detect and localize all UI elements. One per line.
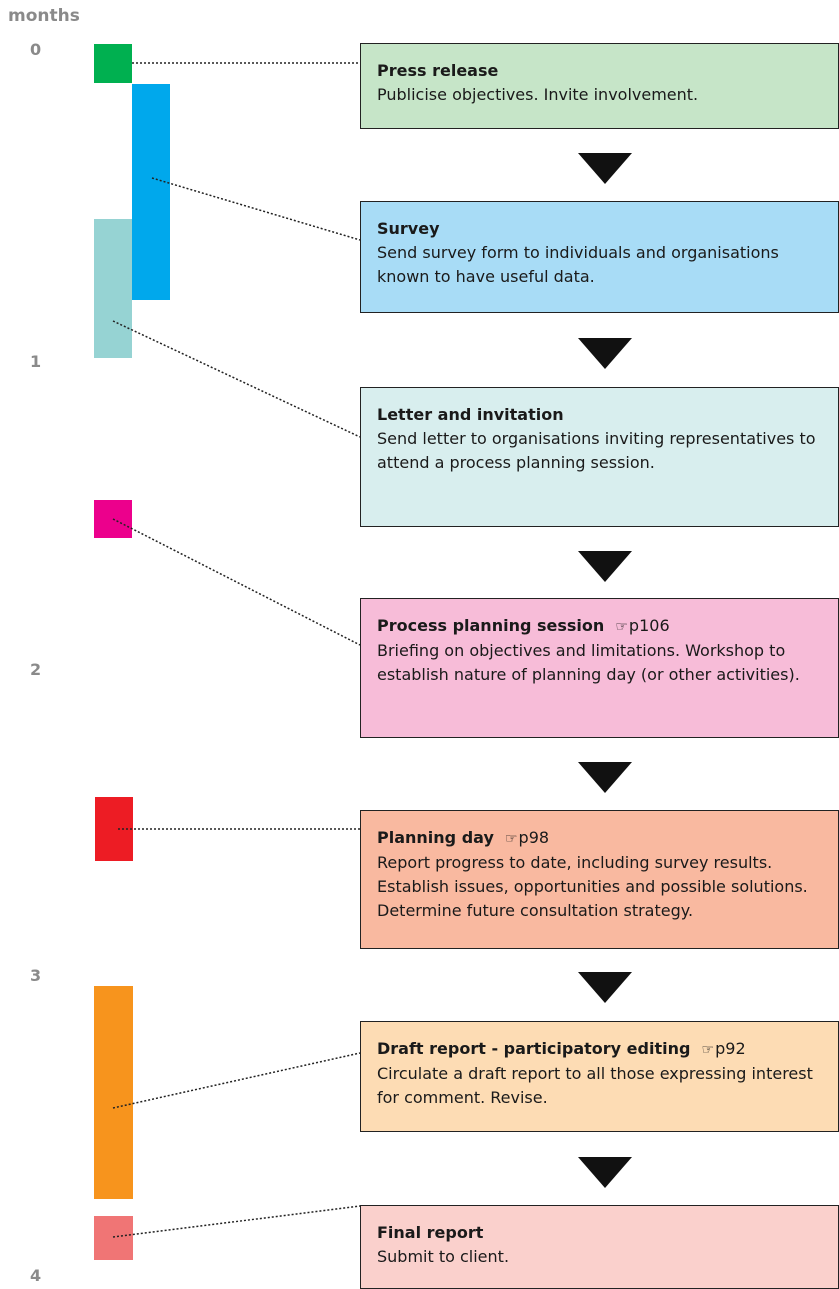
duration-bar-survey (132, 84, 170, 300)
stage-box-survey: Survey Send survey form to individuals a… (360, 201, 839, 313)
connector-process-planning-session (112, 518, 361, 646)
page-reference[interactable]: ☞p92 (702, 1039, 746, 1058)
stage-description: Send survey form to individuals and orga… (377, 243, 779, 286)
page-reference[interactable]: ☞p98 (505, 828, 549, 847)
month-tick-1: 1 (30, 352, 42, 371)
stage-title: Process planning session (377, 616, 605, 635)
connector-letter-and-invitation (112, 320, 361, 438)
down-arrow-icon (578, 1157, 632, 1188)
stage-box-planning-day: Planning day ☞p98 Report progress to dat… (360, 810, 839, 949)
duration-bar-press-release (94, 44, 132, 83)
pointing-hand-icon: ☞ (701, 1042, 715, 1058)
duration-bar-planning-day (95, 797, 133, 861)
stage-description: Circulate a draft report to all those ex… (377, 1064, 813, 1107)
month-tick-4: 4 (30, 1266, 42, 1285)
month-tick-2: 2 (30, 660, 42, 679)
connector-draft-report (112, 1052, 361, 1109)
stage-description: Submit to client. (377, 1247, 510, 1266)
stage-title: Letter and invitation (377, 405, 564, 424)
down-arrow-icon (578, 153, 632, 184)
stage-description: Briefing on objectives and limitations. … (377, 641, 800, 684)
connector-final-report (112, 1205, 361, 1238)
down-arrow-icon (578, 762, 632, 793)
pointing-hand-icon: ☞ (615, 619, 628, 635)
stage-box-letter-and-invitation: Letter and invitation Send letter to org… (360, 387, 839, 527)
stage-title: Planning day (377, 828, 494, 847)
stage-box-final-report: Final report Submit to client. (360, 1205, 839, 1289)
duration-bar-letter-and-invitation (94, 219, 132, 358)
stage-title: Survey (377, 219, 440, 238)
duration-bar-draft-report (94, 986, 133, 1199)
pointing-hand-icon: ☞ (504, 831, 518, 847)
month-tick-3: 3 (30, 966, 42, 985)
month-tick-0: 0 (30, 40, 42, 59)
duration-bar-final-report (94, 1216, 133, 1260)
stage-box-draft-report: Draft report - participatory editing ☞p9… (360, 1021, 839, 1132)
page-reference-text: p92 (715, 1039, 746, 1058)
stage-box-press-release: Press release Publicise objectives. Invi… (360, 43, 839, 129)
stage-title: Final report (377, 1223, 484, 1242)
down-arrow-icon (578, 551, 632, 582)
stage-title: Press release (377, 61, 499, 80)
page-reference-text: p106 (628, 616, 670, 635)
connector-survey (151, 177, 361, 241)
axis-title: months (8, 6, 80, 26)
down-arrow-icon (578, 338, 632, 369)
duration-bar-process-planning-session (94, 500, 132, 538)
stage-title: Draft report - participatory editing (377, 1039, 691, 1058)
stage-description: Report progress to date, including surve… (377, 853, 808, 920)
stage-description: Send letter to organisations inviting re… (377, 429, 816, 472)
down-arrow-icon (578, 972, 632, 1003)
stage-box-process-planning-session: Process planning session ☞p106 Briefing … (360, 598, 839, 738)
page-reference-text: p98 (518, 828, 550, 847)
page-reference[interactable]: ☞p106 (615, 616, 669, 635)
stage-description: Publicise objectives. Invite involvement… (377, 85, 699, 104)
